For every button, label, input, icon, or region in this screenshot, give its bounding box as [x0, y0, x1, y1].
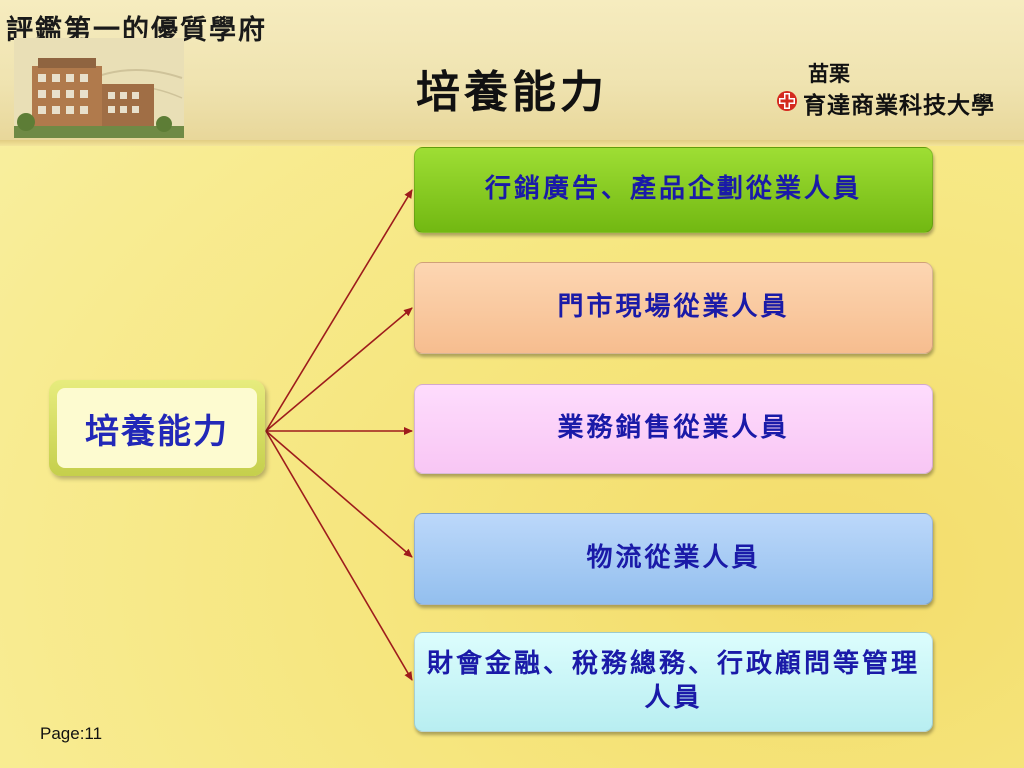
- page-number: Page:11: [40, 724, 103, 743]
- connector-arrow-1: [265, 189, 413, 432]
- branch-box-sales: 業務銷售從業人員: [414, 384, 933, 474]
- branch-box-management: 財會金融、稅務總務、行政顧問等管理人員: [414, 632, 933, 732]
- university-name: 育達商業科技大學: [803, 92, 995, 119]
- branch-box-marketing: 行銷廣告、產品企劃從業人員: [414, 147, 933, 233]
- branch-box-store: 門市現場從業人員: [414, 262, 933, 354]
- branch-box-logistics: 物流從業人員: [414, 513, 933, 605]
- page-title: 培養能力: [416, 67, 608, 118]
- campus-building-image: [14, 38, 184, 138]
- connector-arrow-2: [265, 307, 413, 432]
- header-divider: [0, 140, 1024, 146]
- center-node: 培養能力: [49, 380, 265, 476]
- connector-arrow-4: [265, 430, 413, 558]
- connector-arrow-5: [265, 430, 413, 681]
- center-node-label: 培養能力: [57, 388, 257, 468]
- university-logo-icon: [777, 91, 797, 111]
- university-city: 苗栗: [808, 61, 850, 86]
